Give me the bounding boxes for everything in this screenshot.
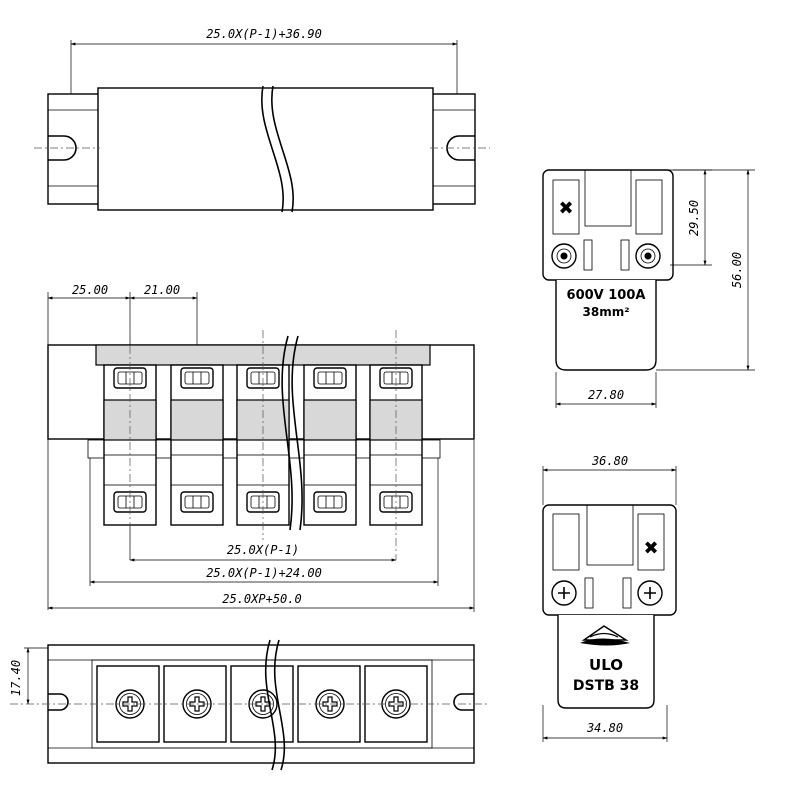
dim-side-width-bottom: 27.80	[588, 388, 624, 402]
ulo-logo-icon	[580, 625, 630, 646]
terminal-4	[303, 364, 357, 526]
dim-side-height-total: 56.00	[730, 252, 744, 288]
break-line-bottom	[264, 639, 277, 771]
side-view-skirt	[555, 280, 657, 371]
dim-pitch-left: 25.00	[72, 283, 108, 297]
dim-top-length: 25.0X(P-1)+36.90	[206, 27, 322, 41]
break-line-front	[281, 335, 293, 531]
dim-end-width-bottom: 34.80	[586, 721, 623, 735]
brand-text: ULO	[589, 656, 623, 674]
dim-span-plus-24: 25.0X(P-1)+24.00	[206, 566, 322, 580]
rating-line-2: 38mm²	[583, 305, 630, 319]
end-view-skirt	[557, 615, 655, 709]
break-line-top	[261, 85, 284, 213]
x-mark-icon: ✖	[558, 198, 573, 219]
x-mark-icon: ✖	[643, 538, 658, 559]
model-text: DSTB 38	[573, 678, 639, 694]
end-view: 36.80 ✖ ULO DSTB 38 34.80	[542, 454, 677, 742]
dim-span-pitch: 25.0X(P-1)	[227, 543, 299, 557]
side-view: ✖ 600V 100A 38mm² 29.50 56.00 27.80	[542, 169, 755, 408]
dim-height-small: 17.40	[9, 660, 23, 696]
terminal-columns	[103, 364, 423, 526]
bottom-view: 17.40	[9, 639, 490, 771]
left-mount-slot	[48, 135, 77, 161]
dim-pitch-inner: 21.00	[144, 283, 180, 297]
terminal-2	[170, 364, 224, 526]
top-view: 25.0X(P-1)+36.90	[34, 27, 490, 213]
front-view: 25.00 21.00	[47, 283, 475, 612]
rating-line-1: 600V 100A	[567, 288, 646, 303]
dim-end-width-top: 36.80	[591, 454, 628, 468]
top-view-cover	[97, 87, 434, 211]
dim-total-length: 25.0XP+50.0	[222, 592, 301, 606]
dim-side-height-partial: 29.50	[687, 200, 701, 236]
